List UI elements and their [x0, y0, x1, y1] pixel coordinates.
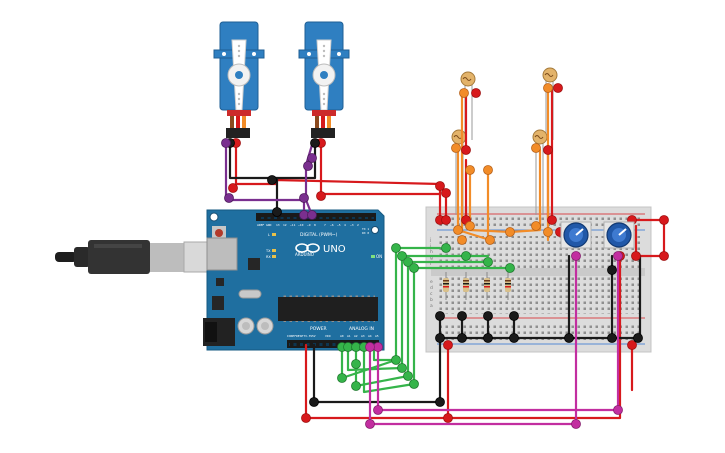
photoresistor-icon[interactable]	[542, 67, 558, 140]
row-label-i: i	[430, 243, 431, 249]
wire-magenta[interactable]	[368, 254, 620, 426]
servo-icon[interactable]	[213, 21, 265, 138]
arduino-uno-board[interactable]: DIGITAL (PWM~) ARDUINO UNO ON L TX RX PO…	[203, 209, 385, 351]
pin-label-aref: AREF	[257, 223, 264, 227]
pin-label-11: ~11	[290, 223, 296, 227]
photoresistor-icon[interactable]	[532, 129, 548, 215]
servo-icon[interactable]	[298, 21, 350, 138]
l-led	[272, 233, 276, 236]
arduino-brand-label: ARDUINO	[295, 252, 314, 257]
pin-label-12: 12	[283, 223, 287, 227]
pin-label-0: RX 0	[362, 231, 369, 235]
pin-label-a1: A1	[347, 334, 351, 338]
arduino-logo-icon	[295, 243, 320, 253]
row-label-h: h	[430, 249, 433, 255]
on-led-label: ON	[376, 254, 382, 259]
pin-label-3: ~3	[350, 223, 354, 227]
tx-led	[272, 249, 276, 252]
uno-model-label: UNO	[323, 244, 346, 255]
pin-label-ioref: IOREF	[287, 334, 296, 338]
potentiometer-icon[interactable]	[560, 221, 592, 249]
pin-label-8: 8	[314, 223, 316, 227]
row-label-e: e	[430, 280, 433, 285]
row-label-a: a	[430, 304, 433, 309]
wire-endpoints	[221, 83, 669, 429]
pin-label-3v3: 3.3V	[305, 334, 312, 338]
resistor-icon	[463, 272, 469, 300]
pin-label-reset: RESET	[296, 334, 305, 338]
pin-label-5: ~5	[337, 223, 341, 227]
pin-label-10: ~10	[298, 223, 304, 227]
analog-header-label: ANALOG IN	[349, 326, 374, 332]
row-label-f: f	[430, 261, 432, 267]
l-led-label: L	[268, 233, 270, 237]
resistor-icon	[505, 272, 511, 300]
pin-label-vin: VIN	[325, 334, 331, 338]
resistor-icon	[443, 272, 449, 300]
row-label-g: g	[430, 256, 433, 261]
usb-cable-icon[interactable]	[55, 240, 213, 274]
row-label-d: d	[430, 285, 433, 291]
pin-label-9: ~9	[307, 223, 311, 227]
pin-label-a4: A4	[368, 334, 372, 338]
pin-label-4: 4	[344, 223, 346, 227]
pin-label-a5: A5	[375, 334, 379, 338]
row-label-c: c	[430, 292, 433, 297]
on-led	[371, 255, 375, 258]
pin-label-7: 7	[324, 223, 326, 227]
resistor-icon	[484, 272, 490, 300]
wire-orange[interactable]	[456, 88, 550, 242]
pin-label-1: TX 1	[362, 227, 369, 231]
rx-led-label: RX	[266, 255, 271, 259]
pin-label-a2: A2	[354, 334, 358, 338]
pin-label-gnd-top: GND	[266, 223, 272, 227]
digital-header-label: DIGITAL (PWM~)	[300, 232, 338, 238]
row-label-j: j	[429, 237, 431, 243]
row-label-b: b	[430, 297, 433, 303]
rx-led	[272, 255, 276, 258]
tx-led-label: TX	[265, 249, 271, 253]
pin-label-2: 2	[357, 223, 359, 227]
pin-label-6: ~6	[330, 223, 334, 227]
pin-label-5v: 5V	[312, 334, 316, 338]
pin-label-a0: A0	[340, 334, 344, 338]
wire-green[interactable]	[340, 246, 512, 394]
pin-label-a3: A3	[361, 334, 365, 338]
power-header-label: POWER	[310, 326, 327, 332]
potentiometer-icon[interactable]	[603, 221, 635, 249]
pin-label-13: 13	[276, 223, 280, 227]
